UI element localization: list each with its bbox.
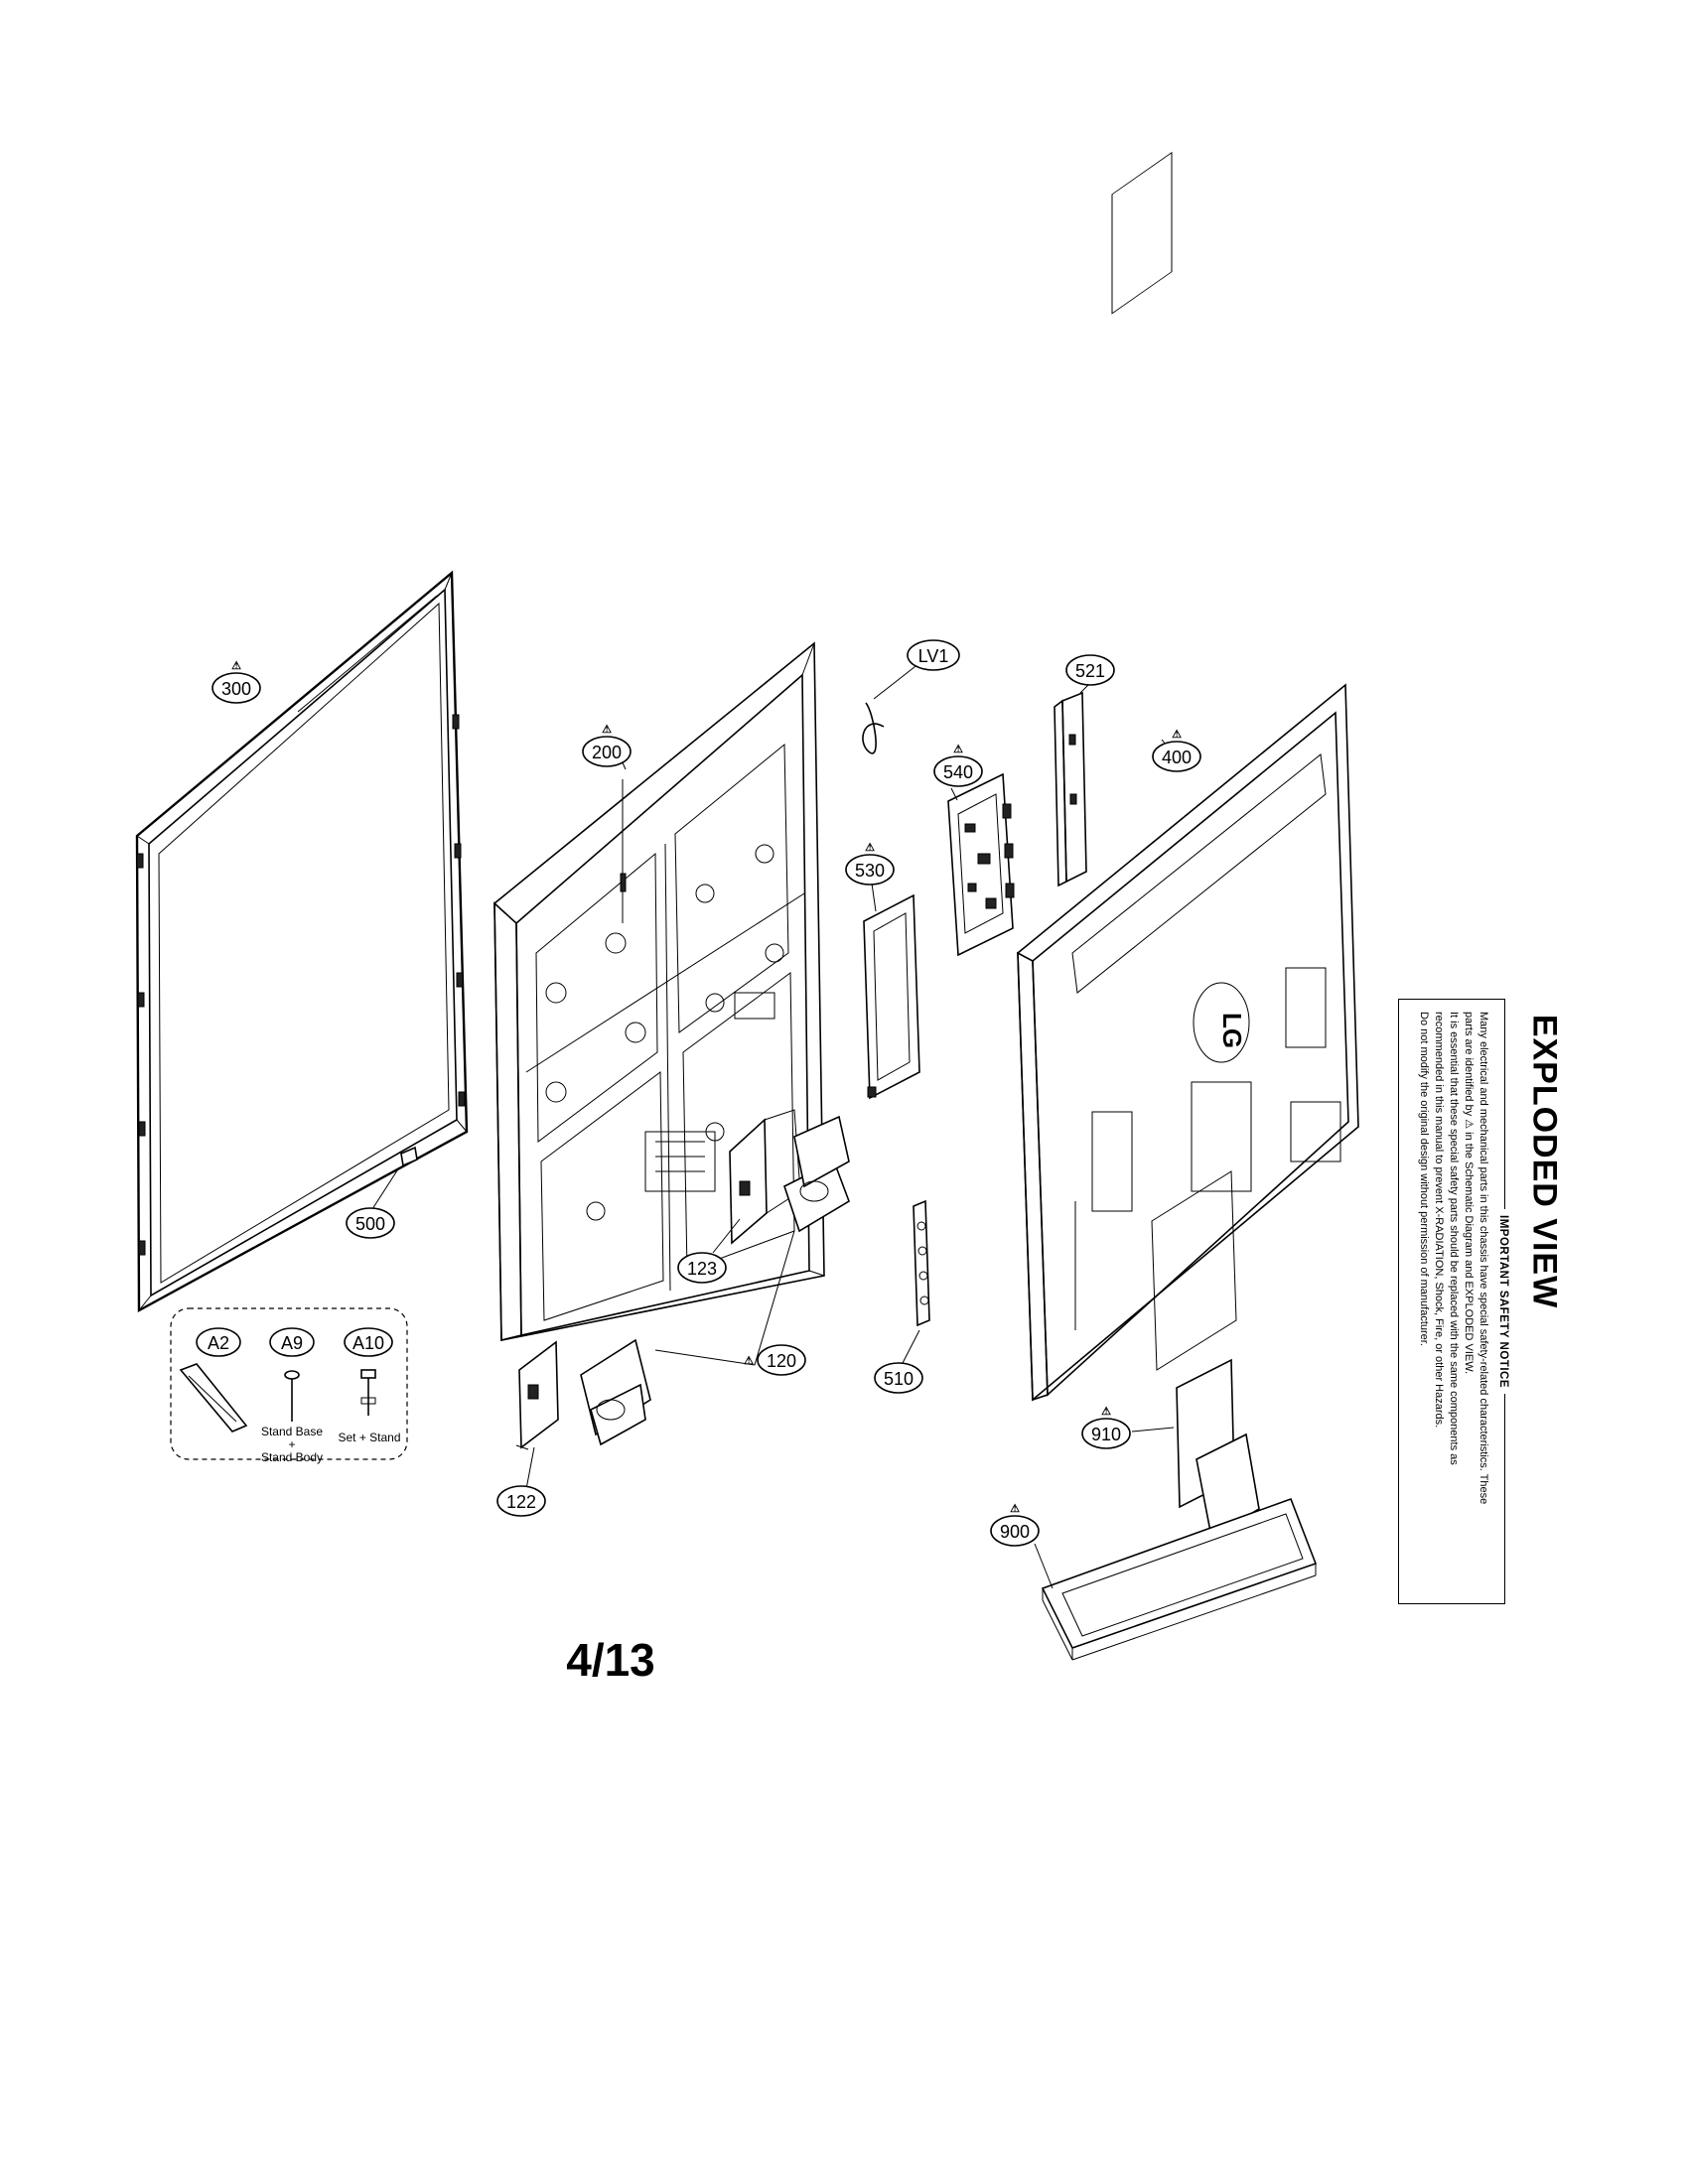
callout-900: 900 — [990, 1515, 1040, 1547]
callout-540: 540 — [933, 755, 983, 787]
svg-text:510: 510 — [884, 1369, 914, 1389]
svg-text:⚠: ⚠ — [231, 660, 241, 672]
callout-a9: A9 — [269, 1327, 315, 1357]
svg-text:120: 120 — [767, 1351, 796, 1371]
part-120-speaker-lower — [580, 1338, 651, 1446]
part-a2-cover — [179, 1363, 248, 1433]
callout-a2: A2 — [196, 1327, 241, 1357]
warning-icon: ⚠ — [1010, 1503, 1020, 1515]
callout-530: 530 — [845, 854, 895, 886]
callout-400: 400 — [1152, 741, 1201, 772]
part-510-ir-board — [901, 1199, 930, 1366]
callout-510: 510 — [874, 1362, 923, 1394]
part-500-clip — [371, 1146, 418, 1210]
part-530-power-module — [863, 883, 920, 1100]
warning-icon: ⚠ — [1101, 1406, 1111, 1418]
callout-lv1: LV1 — [907, 639, 960, 671]
svg-text:LV1: LV1 — [918, 646, 949, 666]
leader-120-b — [754, 1230, 795, 1366]
warning-icon: ⚠ — [953, 744, 963, 755]
warning-icon: ⚠ — [1172, 729, 1182, 741]
svg-text:122: 122 — [506, 1492, 536, 1512]
svg-text:⚠: ⚠ — [1010, 1503, 1020, 1515]
callout-122: 122 — [496, 1485, 546, 1517]
svg-text:⚠: ⚠ — [865, 842, 875, 854]
part-lv1-cable — [862, 662, 920, 754]
safety-notice-line: It is essential that these special safet… — [1448, 1012, 1460, 1465]
callout-500: 500 — [346, 1207, 395, 1239]
svg-text:⚠: ⚠ — [744, 1355, 754, 1367]
svg-text:⚠: ⚠ — [953, 744, 963, 755]
safety-notice-line: recommended in this manual to prevent X-… — [1433, 1012, 1445, 1429]
svg-text:A2: A2 — [208, 1333, 229, 1353]
callout-123: 123 — [677, 1252, 727, 1284]
label-a9-line2: + — [288, 1437, 295, 1451]
label-a10: Set + Stand — [338, 1431, 400, 1444]
svg-text:521: 521 — [1075, 661, 1105, 681]
accessories-box: Stand Base + Stand Body Set + Stand — [170, 1307, 408, 1464]
svg-text:200: 200 — [592, 743, 622, 762]
part-120-speaker-upper — [783, 1115, 850, 1233]
part-a10-screw — [360, 1369, 376, 1416]
leader-120-a — [654, 1349, 756, 1366]
svg-text:123: 123 — [687, 1259, 717, 1279]
safety-notice-heading: IMPORTANT SAFETY NOTICE — [1497, 1209, 1509, 1394]
callout-300: 300 — [211, 672, 261, 704]
svg-text:LG: LG — [1217, 1013, 1247, 1048]
svg-text:⚠: ⚠ — [1172, 729, 1182, 741]
part-540-main-board — [947, 772, 1015, 957]
label-a9-line1: Stand Base — [261, 1425, 323, 1438]
safety-notice-line: Do not modify the original design withou… — [1418, 1012, 1430, 1346]
svg-text:400: 400 — [1162, 748, 1192, 767]
part-123-side-board — [712, 1109, 801, 1254]
svg-text:530: 530 — [855, 861, 885, 881]
svg-text:⚠: ⚠ — [602, 724, 612, 736]
part-400-back-cover: LG — [1017, 151, 1359, 1402]
part-300-front-frame — [135, 570, 469, 1313]
safety-notice-box: IMPORTANT SAFETY NOTICE Many electrical … — [1398, 999, 1509, 1604]
svg-text:910: 910 — [1091, 1425, 1121, 1444]
label-a9-line3: Stand Body — [261, 1450, 323, 1464]
svg-text:⚠: ⚠ — [1101, 1406, 1111, 1418]
page-title: EXPLODED VIEW — [1525, 1014, 1564, 1309]
warning-icon: ⚠ — [602, 724, 612, 736]
callout-200: 200 — [582, 736, 632, 767]
callout-120: 120 — [757, 1344, 806, 1376]
svg-text:A9: A9 — [281, 1333, 303, 1353]
part-521-bracket — [1054, 682, 1091, 887]
svg-text:A10: A10 — [352, 1333, 384, 1353]
callout-a10: A10 — [344, 1327, 393, 1357]
part-910-stand-body — [1131, 1358, 1260, 1539]
safety-notice-line: Many electrical and mechanical parts in … — [1477, 1012, 1489, 1505]
part-a9-screw — [284, 1370, 300, 1422]
part-122-side-board — [515, 1340, 559, 1490]
warning-icon: ⚠ — [231, 660, 241, 672]
svg-text:900: 900 — [1000, 1522, 1030, 1542]
page-number: 4/13 — [566, 1634, 655, 1686]
warning-icon: ⚠ — [865, 842, 875, 854]
svg-text:540: 540 — [943, 762, 973, 782]
svg-text:300: 300 — [221, 679, 251, 699]
callout-521: 521 — [1065, 654, 1115, 686]
svg-text:500: 500 — [355, 1214, 385, 1234]
part-900-stand-base — [1034, 1497, 1318, 1661]
safety-notice-line: parts are identified by ⚠ in the Schemat… — [1463, 1012, 1475, 1375]
safety-notice-body: Many electrical and mechanical parts in … — [1416, 1012, 1490, 1591]
part-200-lcd-module — [493, 641, 825, 1342]
warning-icon: ⚠ — [744, 1355, 754, 1367]
callout-910: 910 — [1081, 1418, 1131, 1449]
